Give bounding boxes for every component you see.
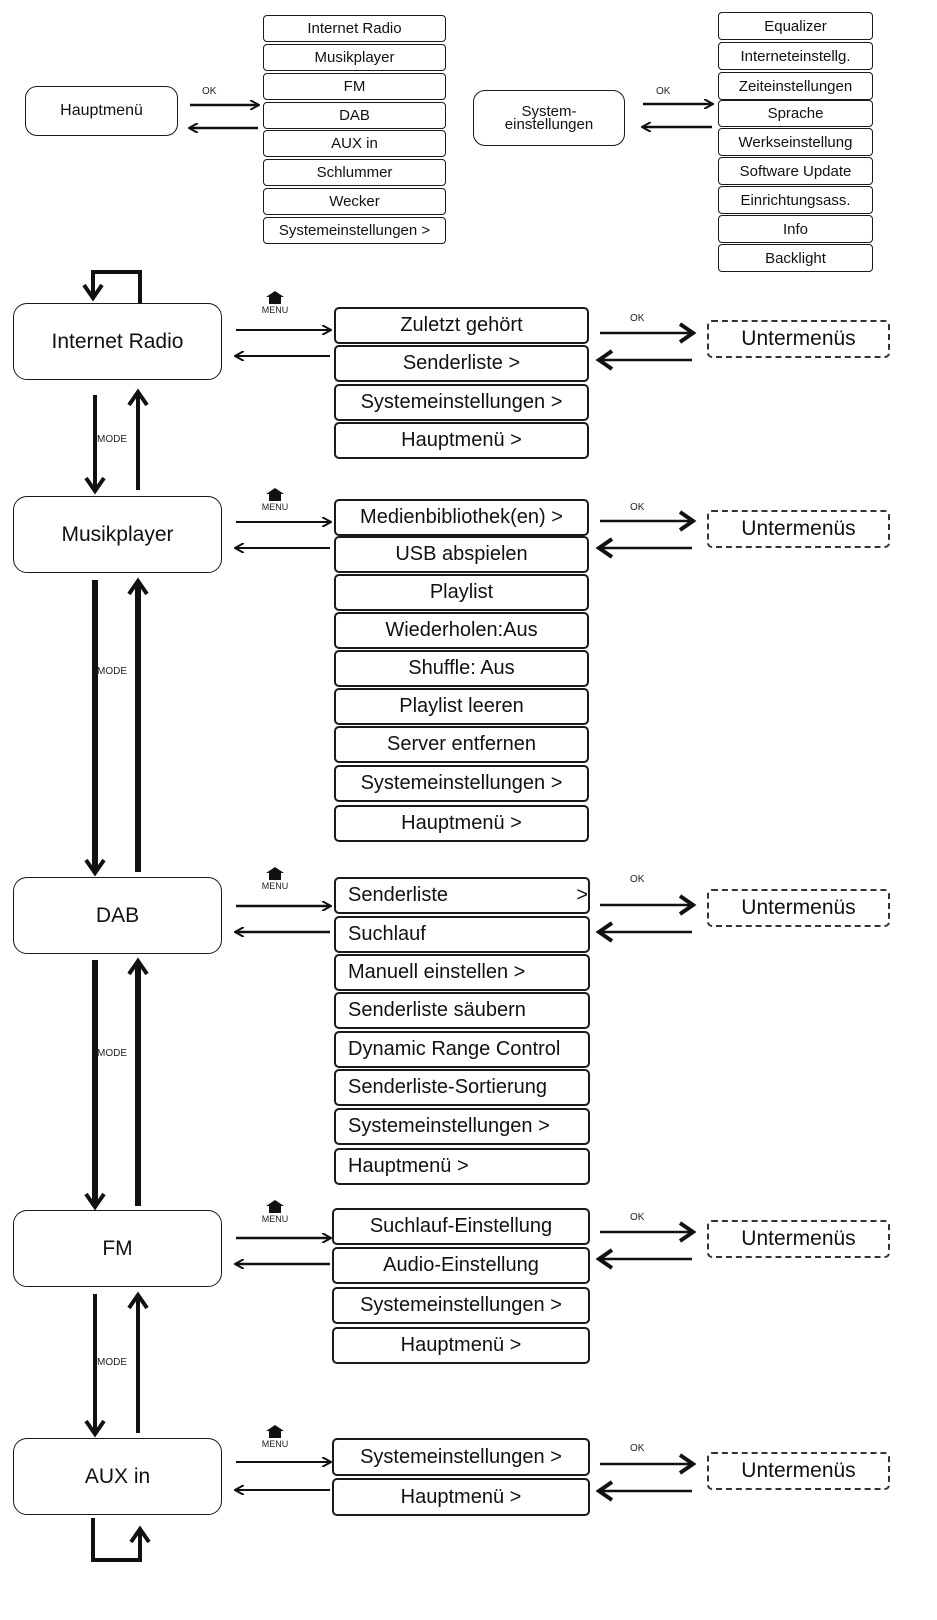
menu-item: Systemeinstellungen > — [334, 1108, 590, 1145]
system-item: Interneteinstellg. — [718, 42, 873, 70]
system-line1: System- — [521, 103, 577, 120]
menu-item: Suchlauf-Einstellung — [332, 1208, 590, 1245]
ok-label: OK — [656, 86, 671, 97]
system-item: Einrichtungsass. — [718, 186, 873, 214]
hauptmenu-item: Wecker — [263, 188, 446, 215]
untermenus-box: Untermenüs — [707, 320, 890, 358]
menu-item: Medienbibliothek(en) > — [334, 499, 589, 536]
chevron-label: > — [576, 884, 588, 906]
internet-radio-node: Internet Radio — [13, 303, 222, 380]
untermenus-box: Untermenüs — [707, 510, 890, 548]
menu-item: Senderliste-Sortierung — [334, 1069, 590, 1106]
untermenus-box: Untermenüs — [707, 889, 890, 927]
menu-item: Playlist leeren — [334, 688, 589, 725]
menu-item: Systemeinstellungen > — [332, 1287, 590, 1324]
home-icon — [266, 1425, 284, 1438]
musikplayer-node: Musikplayer — [13, 496, 222, 573]
hauptmenu-item: FM — [263, 73, 446, 100]
ok-label: OK — [630, 1212, 645, 1223]
ok-label: OK — [630, 313, 645, 324]
hauptmenu-node: Hauptmenü — [25, 86, 178, 136]
hauptmenu-item: Musikplayer — [263, 44, 446, 71]
menu-label: MENU — [255, 488, 295, 512]
hauptmenu-item: Systemeinstellungen > — [263, 217, 446, 244]
system-item: Sprache — [718, 100, 873, 127]
system-item: Zeiteinstellungen — [718, 72, 873, 100]
menu-item: Senderliste säubern — [334, 992, 590, 1029]
mode-label: MODE — [97, 666, 127, 677]
menu-label: MENU — [255, 1200, 295, 1224]
menu-item: Systemeinstellungen > — [332, 1438, 590, 1476]
menu-item: Zuletzt gehört — [334, 307, 589, 344]
menu-item: Senderliste > — [334, 345, 589, 382]
hauptmenu-item: DAB — [263, 102, 446, 129]
ok-label: OK — [630, 874, 645, 885]
menu-item: Systemeinstellungen > — [334, 384, 589, 421]
fm-node: FM — [13, 1210, 222, 1287]
menu-item: Playlist — [334, 574, 589, 611]
menu-item: Shuffle: Aus — [334, 650, 589, 687]
home-icon — [266, 291, 284, 304]
menu-label: MENU — [255, 291, 295, 315]
menu-item: Hauptmenü > — [332, 1478, 590, 1516]
mode-label: MODE — [97, 1357, 127, 1368]
hauptmenu-item: Schlummer — [263, 159, 446, 186]
system-item: Info — [718, 215, 873, 243]
system-item: Werkseinstellung — [718, 128, 873, 156]
menu-item: Hauptmenü > — [334, 805, 589, 842]
mode-label: MODE — [97, 434, 127, 445]
menu-item: Hauptmenü > — [334, 1148, 590, 1185]
ok-label: OK — [202, 86, 217, 97]
ok-label: OK — [630, 502, 645, 513]
menu-item: Wiederholen:Aus — [334, 612, 589, 649]
home-icon — [266, 867, 284, 880]
menu-label: MENU — [255, 867, 295, 891]
system-item: Backlight — [718, 244, 873, 272]
menu-item: Manuell einstellen > — [334, 954, 590, 991]
menu-item: Hauptmenü > — [332, 1327, 590, 1364]
hauptmenu-item: AUX in — [263, 130, 446, 157]
menu-item-label: Senderliste — [348, 884, 449, 906]
menu-label: MENU — [255, 1425, 295, 1449]
ok-label: OK — [630, 1443, 645, 1454]
hauptmenu-item: Internet Radio — [263, 15, 446, 42]
system-item: Software Update — [718, 157, 873, 185]
menu-item: Systemeinstellungen > — [334, 765, 589, 802]
menu-item: Server entfernen — [334, 726, 589, 763]
system-item: Equalizer — [718, 12, 873, 40]
home-icon — [266, 1200, 284, 1213]
aux-in-node: AUX in — [13, 1438, 222, 1515]
menu-item: Dynamic Range Control — [334, 1031, 590, 1068]
system-line2: einstellungen — [504, 116, 594, 133]
systemeinstellungen-node: System- einstellungen — [473, 90, 625, 146]
mode-label: MODE — [97, 1048, 127, 1059]
untermenus-box: Untermenüs — [707, 1452, 890, 1490]
dab-node: DAB — [13, 877, 222, 954]
menu-item: Suchlauf — [334, 916, 590, 953]
menu-item: Senderliste > — [334, 877, 590, 914]
menu-item: USB abspielen — [334, 536, 589, 573]
home-icon — [266, 488, 284, 501]
untermenus-box: Untermenüs — [707, 1220, 890, 1258]
menu-item: Audio-Einstellung — [332, 1247, 590, 1284]
menu-item: Hauptmenü > — [334, 422, 589, 459]
